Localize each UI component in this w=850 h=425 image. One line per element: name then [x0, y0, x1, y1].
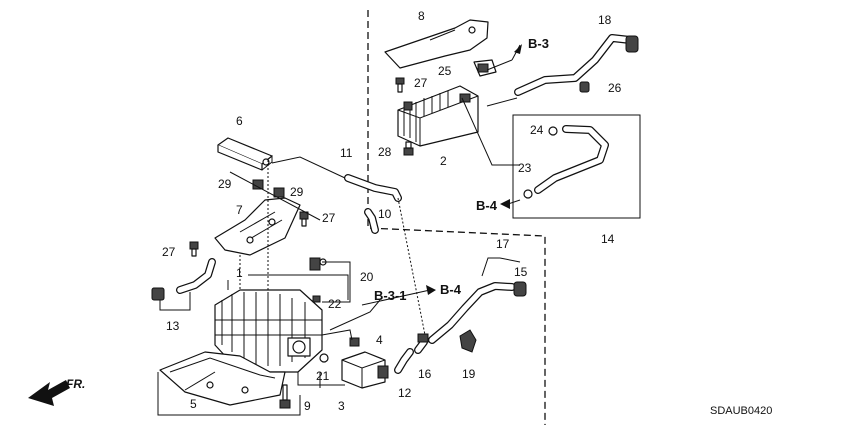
leader-b4-lower	[361, 289, 431, 306]
arrow-b4-lower	[426, 285, 436, 295]
callout-17: 17	[496, 237, 510, 251]
part-4-clip	[349, 337, 360, 347]
callout-15: 15	[514, 265, 528, 279]
leader-4	[321, 329, 353, 341]
part-26-clip	[579, 81, 590, 93]
part-24-clip	[548, 126, 558, 136]
leader-b31	[329, 299, 381, 331]
bracket-13	[159, 292, 191, 311]
callout-11: 11	[340, 146, 353, 160]
bolt-27-left	[189, 241, 199, 257]
part-18-hose	[514, 34, 639, 96]
callout-12: 12	[398, 386, 412, 400]
callout-18: 18	[598, 13, 612, 27]
part-17-hose	[428, 281, 527, 344]
callout-2: 2	[440, 154, 447, 168]
part-19-clip	[459, 329, 477, 353]
bracket-3	[297, 372, 345, 388]
bolt-27-upper	[395, 77, 405, 93]
part-14-box	[512, 114, 641, 219]
callout-8: 8	[418, 9, 425, 23]
callout-21: 21	[316, 369, 330, 383]
part-5-tray	[159, 351, 286, 406]
bracket-17	[481, 257, 521, 277]
part-7-bracket	[214, 197, 301, 256]
bolt-27-mid	[299, 211, 309, 227]
part-3-valve	[341, 351, 389, 389]
direction-label: FR.	[66, 377, 85, 391]
callout-25: 25	[438, 64, 452, 78]
leader-b3	[486, 59, 518, 107]
callout-1: 1	[236, 266, 243, 280]
callout-28: 28	[378, 145, 392, 159]
arrow-b3	[514, 44, 522, 54]
ref-b4-upper: B-4	[476, 198, 498, 213]
callout-4: 4	[376, 333, 383, 347]
section-divider	[367, 10, 546, 425]
callout-27-mid: 27	[322, 211, 336, 225]
part-20-fitting	[309, 257, 327, 271]
part-1-canister	[214, 289, 323, 373]
callout-20: 20	[360, 270, 374, 284]
callout-19: 19	[462, 367, 476, 381]
bolt-28	[403, 141, 414, 156]
nut-29-a	[252, 179, 264, 190]
callout-10: 10	[378, 207, 392, 221]
callout-26: 26	[608, 81, 622, 95]
part-14-hose	[534, 125, 609, 194]
part-8-bracket	[384, 19, 489, 69]
part-22-clip	[312, 295, 321, 303]
callout-24: 24	[530, 123, 544, 137]
arrow-b4-upper	[500, 199, 510, 209]
part-23-clip	[523, 189, 533, 199]
part-16-hose	[414, 333, 429, 354]
part-13-hose	[151, 258, 216, 301]
part-12-hose	[394, 348, 414, 374]
nut-29-b	[273, 187, 285, 198]
guide-line-10	[397, 197, 426, 336]
callout-29-a: 29	[218, 177, 232, 191]
bracket-20	[322, 261, 351, 303]
leader-part6	[229, 156, 346, 221]
diagram-code: SDAUB0420	[710, 405, 772, 417]
ref-b4-lower: B-4	[440, 282, 462, 297]
part-11-hose	[344, 174, 402, 202]
callout-23: 23	[518, 161, 532, 175]
fr-arrow	[28, 380, 70, 406]
callout-6: 6	[236, 114, 243, 128]
part-10-hose	[364, 208, 379, 234]
callout-7: 7	[236, 203, 243, 217]
callout-3: 3	[338, 399, 345, 413]
ref-b3: B-3	[528, 36, 549, 51]
callout-14: 14	[601, 232, 615, 246]
part-9-bolt	[279, 384, 291, 409]
bracket-1	[227, 274, 349, 300]
callout-29-b: 29	[290, 185, 304, 199]
callout-5: 5	[190, 397, 197, 411]
callout-22: 22	[328, 297, 342, 311]
callout-13: 13	[166, 319, 180, 333]
bracket-5	[157, 372, 301, 416]
leader-hose-upper	[461, 97, 520, 166]
part-21-ring	[319, 353, 329, 363]
callout-9: 9	[304, 399, 311, 413]
ref-b3-1: B-3-1	[374, 288, 407, 303]
part-6-bracket	[217, 137, 273, 171]
part-2-canister	[397, 85, 479, 147]
part-25-bracket	[473, 59, 497, 77]
callout-16: 16	[418, 367, 432, 381]
callout-27-upper: 27	[414, 76, 428, 90]
callout-27-left: 27	[162, 245, 176, 259]
